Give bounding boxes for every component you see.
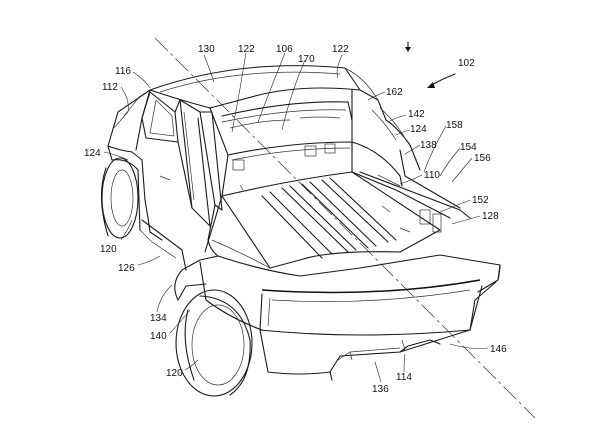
bed-floor bbox=[221, 171, 441, 269]
label-156: 156 bbox=[474, 153, 491, 164]
label-142: 142 bbox=[408, 109, 425, 120]
label-138: 138 bbox=[420, 140, 437, 151]
leader-lines bbox=[103, 52, 489, 383]
label-120-rear: 120 bbox=[166, 368, 183, 379]
tailgate bbox=[217, 254, 501, 336]
bed-front-wall bbox=[221, 141, 353, 197]
label-116: 116 bbox=[115, 66, 131, 77]
cab-rear-window bbox=[209, 89, 387, 156]
label-130: 130 bbox=[198, 44, 215, 55]
front-left-wheel bbox=[100, 157, 141, 239]
label-112: 112 bbox=[102, 82, 118, 93]
bed-floor-ribs bbox=[261, 177, 397, 259]
reference-numerals: 102 130 122 106 170 122 116 112 162 142 … bbox=[84, 44, 507, 395]
bed-right-wall bbox=[351, 107, 471, 233]
section-line bbox=[154, 37, 536, 419]
label-124-right: 124 bbox=[410, 124, 427, 135]
label-122-right: 122 bbox=[332, 44, 349, 55]
rear-left-wheel bbox=[175, 289, 253, 397]
label-106: 106 bbox=[276, 44, 293, 55]
rear-bumper bbox=[259, 329, 471, 381]
label-154: 154 bbox=[460, 142, 477, 153]
reference-arrow-102 bbox=[427, 73, 456, 88]
label-114: 114 bbox=[396, 372, 412, 383]
rear-left-fender bbox=[174, 255, 263, 331]
label-110: 110 bbox=[424, 170, 440, 181]
label-136: 136 bbox=[372, 384, 389, 395]
label-128: 128 bbox=[482, 211, 499, 222]
label-140: 140 bbox=[150, 331, 167, 342]
cab-side-window bbox=[141, 91, 223, 211]
label-122-left: 122 bbox=[238, 44, 255, 55]
label-124-left: 124 bbox=[84, 148, 101, 159]
label-170: 170 bbox=[298, 54, 315, 65]
left-door bbox=[131, 151, 187, 271]
label-120-front: 120 bbox=[100, 244, 117, 255]
bed-left-wall bbox=[204, 195, 271, 269]
label-126: 126 bbox=[118, 263, 135, 274]
label-152: 152 bbox=[472, 195, 489, 206]
direction-arrow-top bbox=[405, 41, 411, 52]
label-162: 162 bbox=[386, 87, 403, 98]
open-rear-door bbox=[179, 99, 211, 227]
label-158: 158 bbox=[446, 120, 463, 131]
label-102: 102 bbox=[458, 58, 475, 69]
label-134: 134 bbox=[150, 313, 167, 324]
label-146: 146 bbox=[490, 344, 507, 355]
cab-roof bbox=[149, 65, 379, 109]
